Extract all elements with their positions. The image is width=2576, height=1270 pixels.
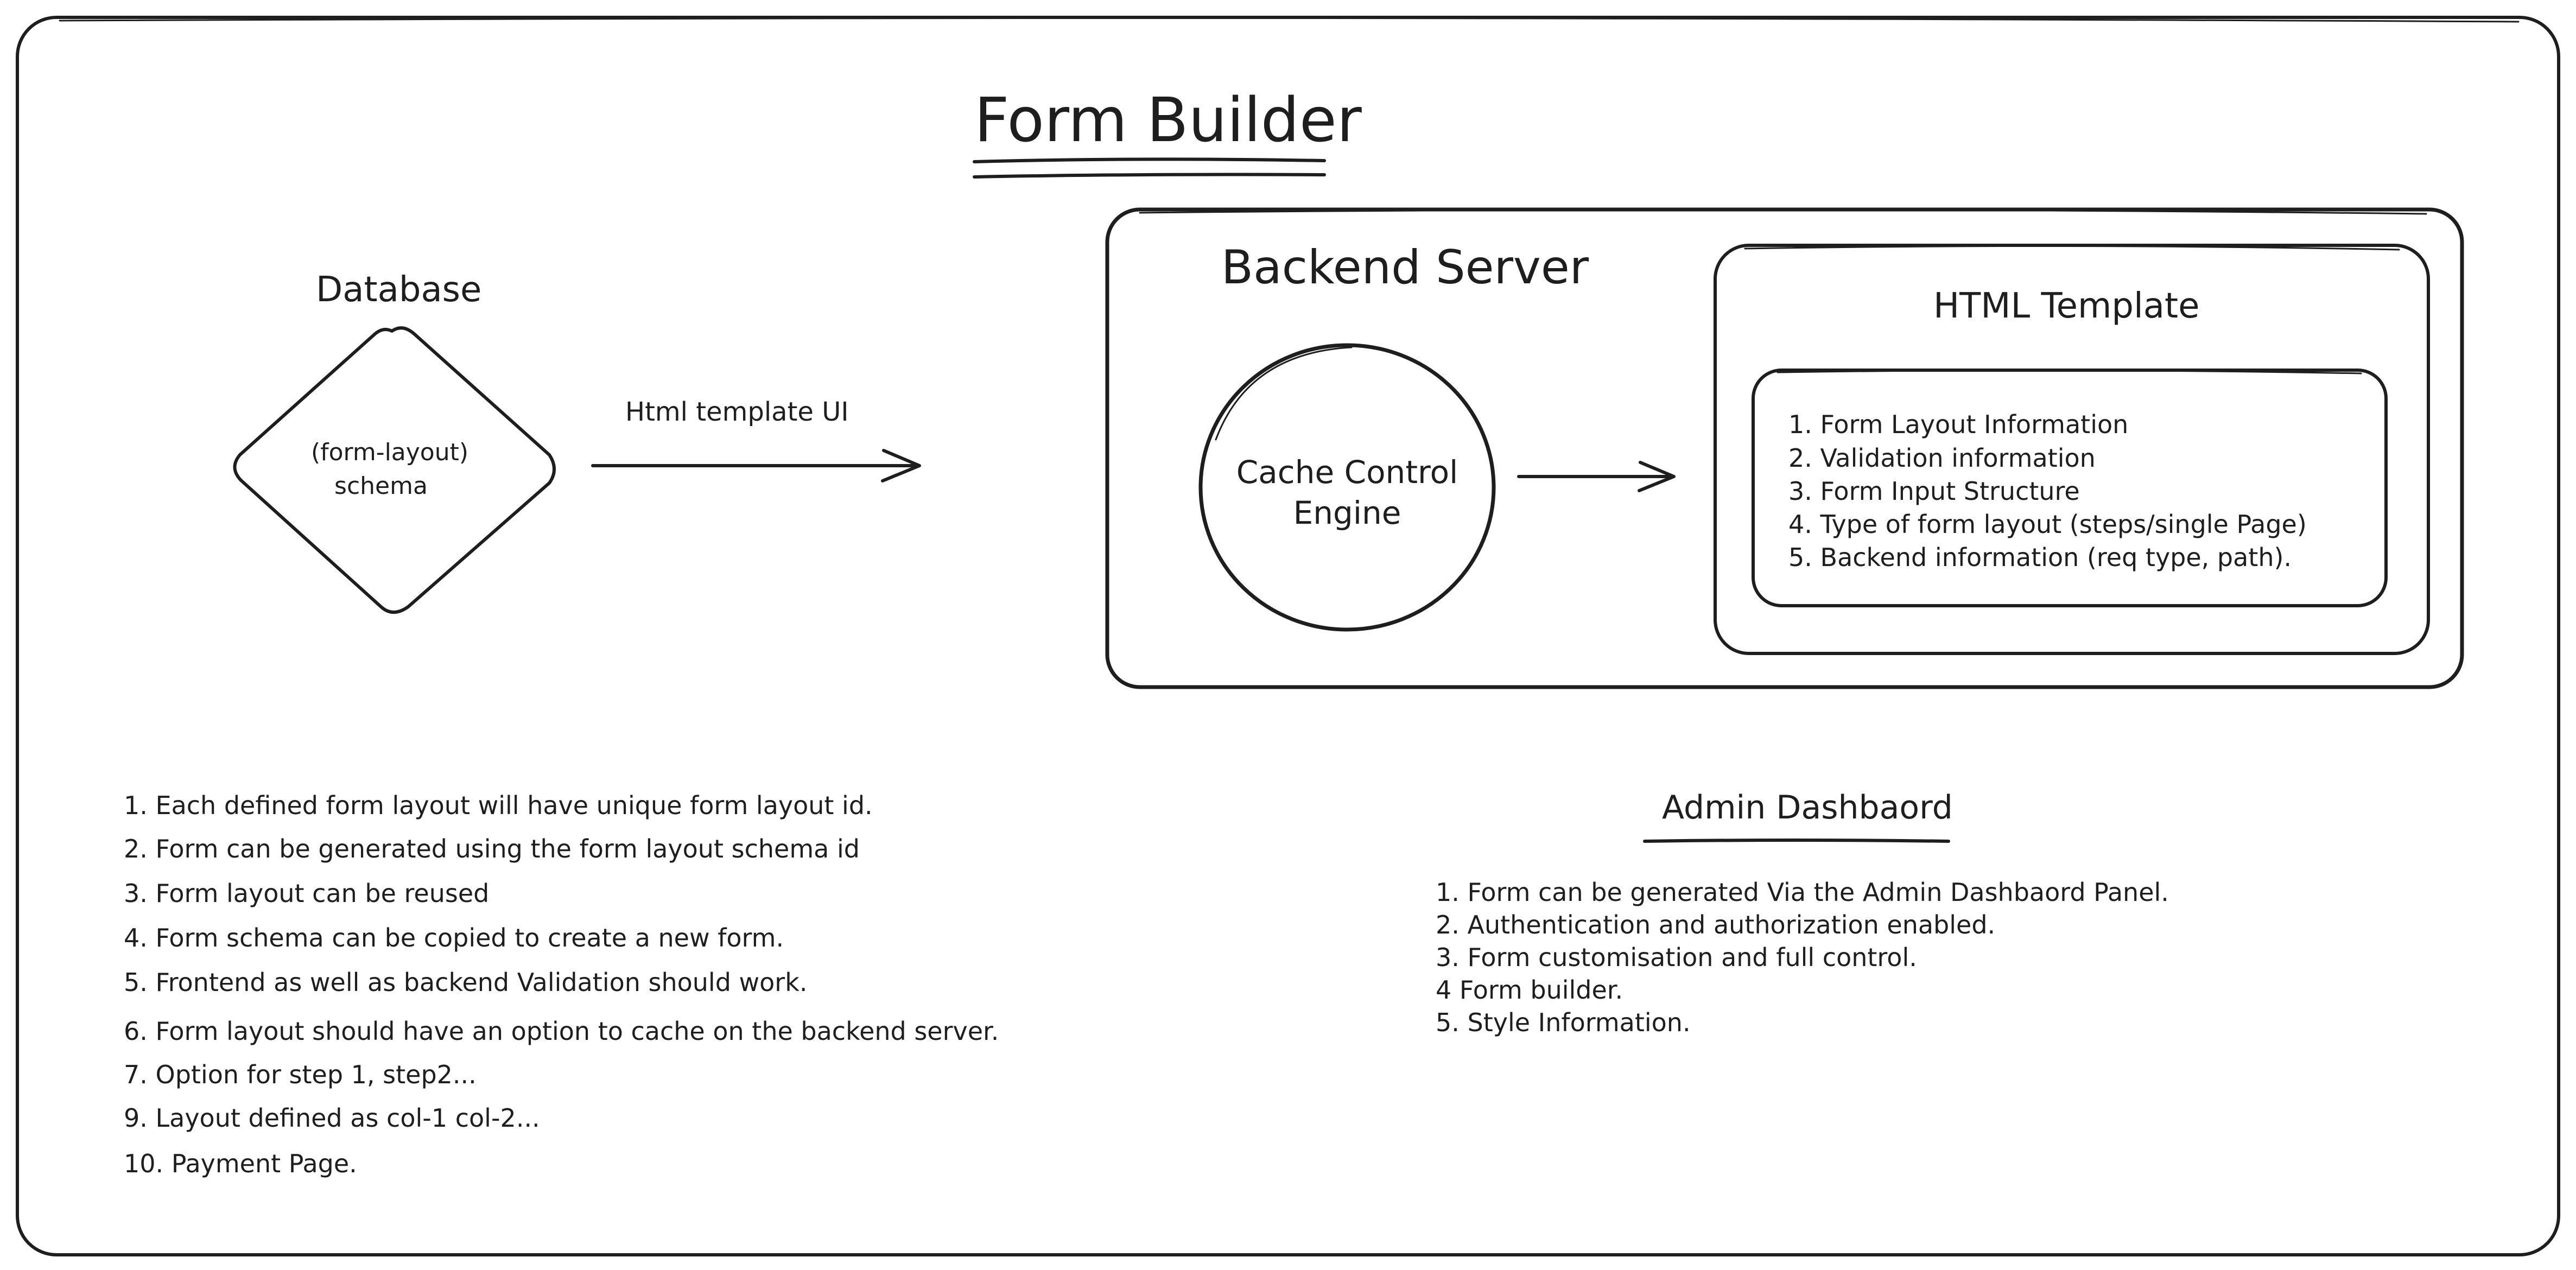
admin-dashboard-title: Admin Dashbaord — [1662, 789, 1953, 827]
admin-dashboard-list: 1. Form can be generated Via the Admin D… — [1436, 878, 2169, 1037]
requirement-item: 7. Option for step 1, step2... — [124, 1060, 477, 1089]
requirement-item: 1. Each defined form layout will have un… — [124, 791, 873, 820]
admin-dashboard-underline — [1643, 839, 1950, 843]
outer-frame — [16, 16, 2560, 1256]
backend-server-title: Backend Server — [1221, 240, 1589, 295]
html-template-box — [1714, 244, 2430, 655]
requirement-item: 9. Layout defined as col-1 col-2... — [124, 1103, 540, 1133]
html-template-item: 2. Validation information — [1788, 443, 2096, 473]
arrow-engine-to-template — [1517, 461, 1676, 492]
html-template-list-box — [1752, 369, 2388, 607]
admin-dashboard-item: 1. Form can be generated Via the Admin D… — [1436, 878, 2169, 907]
cache-control-engine-circle — [1198, 343, 1496, 632]
admin-dashboard-item: 4 Form builder. — [1436, 975, 1623, 1005]
requirement-item: 10. Payment Page. — [124, 1149, 357, 1178]
requirement-item: 6. Form layout should have an option to … — [124, 1017, 999, 1046]
html-template-item: 4. Type of form layout (steps/single Pag… — [1788, 510, 2307, 539]
database-diamond — [233, 326, 556, 614]
requirement-item: 3. Form layout can be reused — [124, 879, 489, 908]
database-label: Database — [316, 270, 481, 310]
html-template-item: 1. Form Layout Information — [1788, 410, 2128, 439]
arrow-label: Html template UI — [625, 397, 849, 427]
requirement-item: 2. Form can be generated using the form … — [124, 834, 860, 863]
page-title: Form Builder — [974, 85, 1362, 156]
title-underline — [973, 157, 1326, 179]
backend-server-box — [1105, 207, 2464, 689]
html-template-title: HTML Template — [1933, 286, 2199, 326]
cache-control-engine-line2: Engine — [1293, 494, 1401, 531]
arrow-database-to-backend — [591, 449, 921, 482]
requirement-item: 5. Frontend as well as backend Validatio… — [124, 968, 807, 997]
admin-dashboard-item: 2. Authentication and authorization enab… — [1436, 910, 1995, 939]
database-schema-line1: (form-layout) — [311, 439, 468, 466]
admin-dashboard-item: 3. Form customisation and full control. — [1436, 943, 1917, 972]
requirements-list: 1. Each defined form layout will have un… — [124, 791, 999, 1178]
html-template-item: 5. Backend information (req type, path). — [1788, 543, 2292, 572]
html-template-item: 3. Form Input Structure — [1788, 477, 2080, 506]
database-schema-line2: schema — [334, 472, 428, 500]
html-template-items: 1. Form Layout Information 2. Validation … — [1788, 410, 2307, 572]
admin-dashboard-item: 5. Style Information. — [1436, 1008, 1691, 1037]
requirement-item: 4. Form schema can be copied to create a… — [124, 923, 784, 952]
cache-control-engine-line1: Cache Control — [1236, 454, 1458, 491]
